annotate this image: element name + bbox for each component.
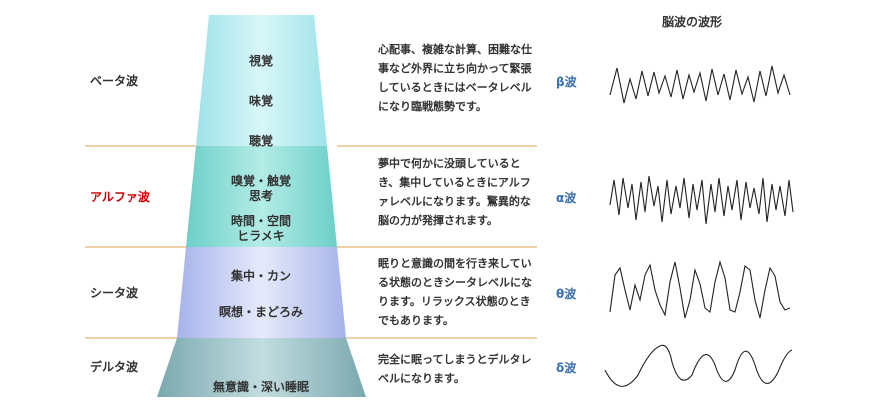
beta-waveform [609, 65, 791, 104]
delta-waveform [604, 344, 793, 387]
alpha-waveform [609, 175, 794, 225]
symbol-delta: δ波 [556, 361, 577, 375]
band-alpha [186, 146, 337, 247]
center-alpha: 思考 ヒラメキ 集中・カン [181, 166, 341, 306]
desc-theta: 眠りと意識の間を行き来している状態のときシータレベルになります。リラックス状態の… [378, 257, 532, 327]
symbol-beta: β波 [556, 75, 577, 89]
label-theta: シータ波 [90, 286, 139, 300]
center-alpha-line: 集中・カン [230, 269, 291, 283]
band-beta [196, 15, 327, 146]
center-beta: 視覚 味覚 聴覚 嗅覚・触覚 時間・空間 [181, 31, 341, 251]
symbol-theta: θ波 [556, 287, 577, 301]
band-theta [177, 247, 346, 338]
desc-beta: 心配事、複雑な計算、困難な仕事など外界に立ち向かって緊張しているときにはベータレ… [378, 43, 532, 113]
center-beta-line: 視覚 [248, 54, 273, 68]
center-beta-line: 聴覚 [248, 134, 273, 148]
center-alpha-line: 思考 [248, 189, 273, 203]
waveform-title: 脳波の波形 [662, 15, 723, 29]
band-delta [157, 338, 366, 397]
center-theta: 瞑想・まどろみ [181, 282, 341, 342]
label-delta: デルタ波 [90, 360, 139, 374]
theta-waveform [609, 259, 791, 319]
center-delta-line: 無意識・深い睡眠 [212, 380, 309, 394]
center-delta: 無意識・深い睡眠 [181, 357, 341, 417]
center-theta-line: 瞑想・まどろみ [218, 305, 303, 319]
label-alpha: アルファ波 [90, 190, 150, 204]
desc-delta: 完全に眠ってしまうとデルタレベルになります。 [378, 353, 532, 385]
center-beta-line: 嗅覚・触覚 [230, 174, 291, 188]
desc-alpha: 夢中で何かに没頭しているとき、集中しているときにアルファレベルになります。驚異的… [378, 157, 531, 227]
center-beta-line: 味覚 [248, 94, 273, 108]
label-beta: ベータ波 [90, 74, 139, 88]
center-alpha-line: ヒラメキ [237, 229, 285, 243]
center-beta-line: 時間・空間 [230, 214, 291, 228]
symbol-alpha: α波 [556, 191, 577, 205]
